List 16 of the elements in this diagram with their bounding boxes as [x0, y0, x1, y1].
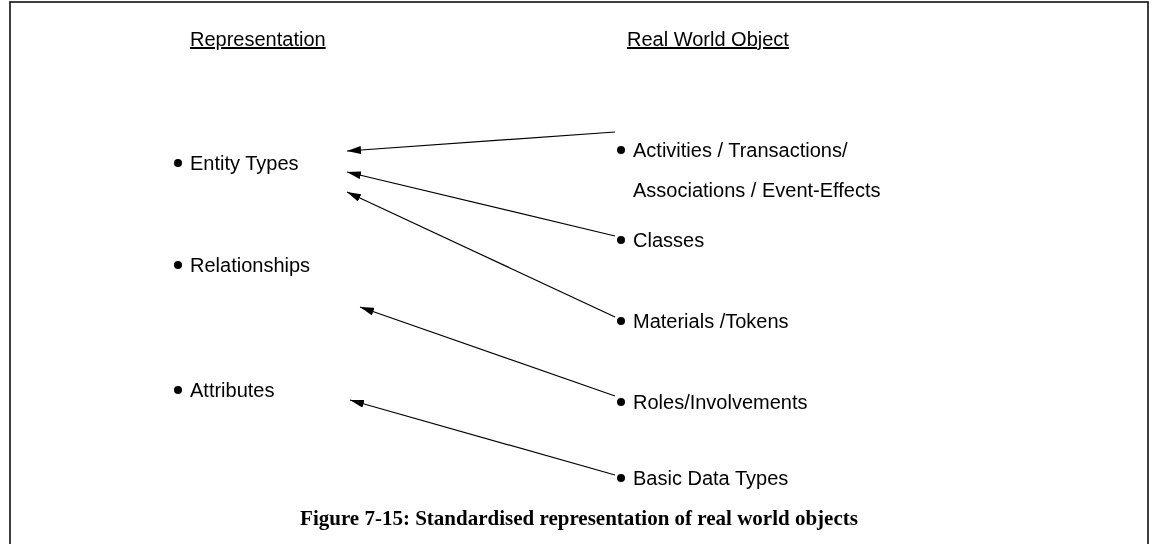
list-item-text: Roles/Involvements — [633, 390, 808, 414]
column-heading: Representation — [190, 28, 326, 51]
list-item-text: Classes — [633, 228, 705, 252]
arrow — [346, 191, 616, 318]
list-item-text: Activities / Transactions/ Associations / Event-Effects — [633, 138, 882, 203]
arrow — [359, 306, 616, 397]
arrow — [349, 399, 616, 476]
list-item-text: Entity Types — [190, 151, 299, 175]
arrow — [346, 131, 616, 154]
list-item-text: Materials /Tokens — [633, 309, 789, 333]
figure-caption: Figure 7-15: Standardised representation of real world objects — [300, 506, 858, 530]
column-heading: Real World Object — [627, 28, 789, 51]
list-item-text: Attributes — [190, 378, 275, 402]
arrow — [346, 171, 616, 237]
list-item-text: Relationships — [190, 253, 311, 277]
list-item-text: Basic Data Types — [633, 466, 789, 490]
